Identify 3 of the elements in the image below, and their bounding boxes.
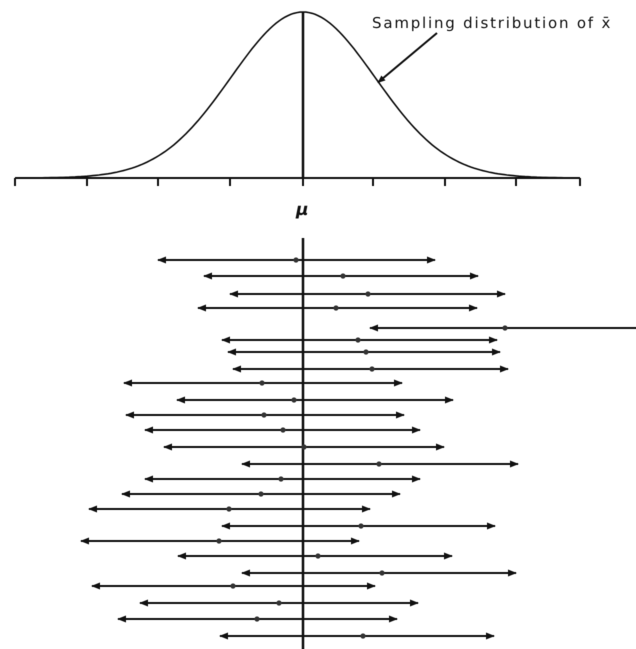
axis-label: μ <box>296 200 309 220</box>
leader-arrow <box>377 32 438 84</box>
curve-label: Sampling distribution of x̄ <box>372 14 612 32</box>
